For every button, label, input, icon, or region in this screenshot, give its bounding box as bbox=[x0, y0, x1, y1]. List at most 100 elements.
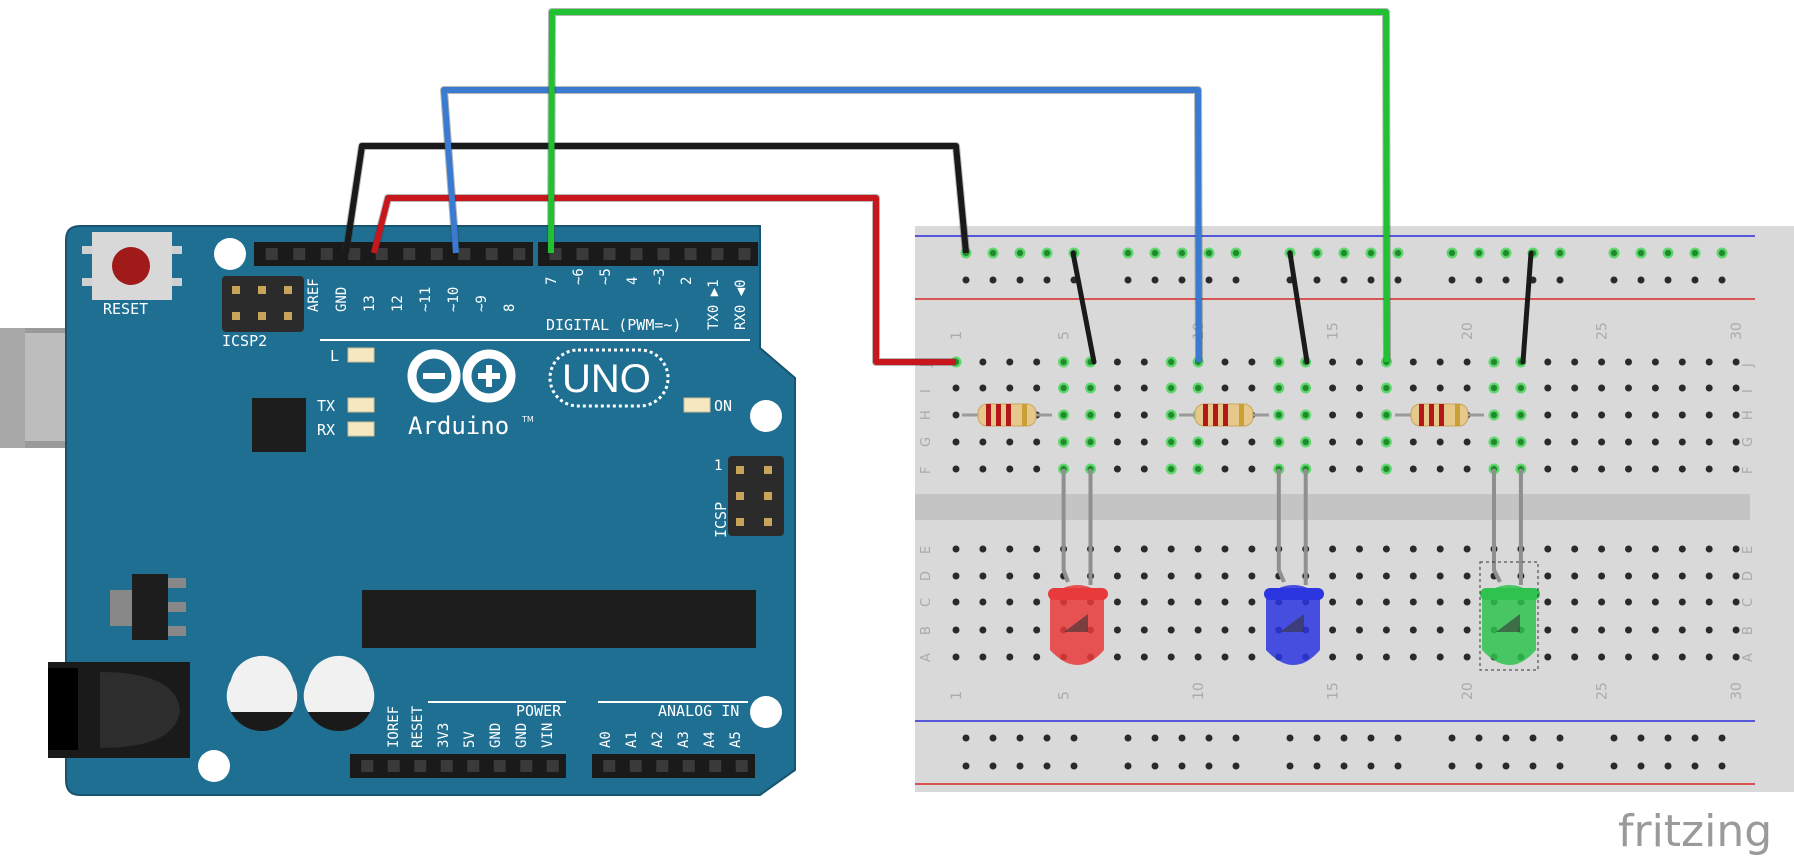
breadboard-hole bbox=[1678, 572, 1686, 580]
breadboard-hole bbox=[1248, 358, 1256, 366]
row-letter: C bbox=[919, 598, 934, 607]
pin-label: AREF bbox=[306, 278, 322, 312]
breadboard-hole bbox=[1732, 572, 1740, 580]
connected-hole-center bbox=[1275, 359, 1282, 365]
connected-hole-center bbox=[1302, 385, 1309, 391]
breadboard-hole bbox=[1475, 762, 1483, 770]
voltage-regulator bbox=[110, 574, 186, 640]
breadboard-hole bbox=[1678, 411, 1686, 419]
mount-hole bbox=[750, 696, 782, 728]
header-pin bbox=[265, 248, 278, 260]
breadboard-hole bbox=[1409, 384, 1417, 392]
led-rx-label: RX bbox=[317, 421, 335, 439]
power-header bbox=[350, 754, 566, 778]
pin-label: 7 bbox=[544, 277, 560, 285]
breadboard-hole bbox=[1232, 734, 1240, 742]
column-number: 5 bbox=[1057, 331, 1073, 340]
led-l bbox=[347, 347, 375, 363]
breadboard-hole bbox=[952, 653, 960, 661]
breadboard-hole bbox=[1178, 734, 1186, 742]
pin-label: GND bbox=[488, 723, 504, 748]
breadboard-hole bbox=[1598, 358, 1606, 366]
breadboard-hole bbox=[1436, 545, 1444, 553]
breadboard-hole bbox=[1544, 653, 1552, 661]
breadboard-hole bbox=[1329, 653, 1337, 661]
row-letter: I bbox=[1741, 389, 1756, 393]
breadboard-hole bbox=[1033, 598, 1041, 606]
breadboard-hole bbox=[1113, 411, 1121, 419]
breadboard-hole bbox=[1571, 653, 1579, 661]
breadboard-hole bbox=[1140, 465, 1148, 473]
connected-rail-hole-center bbox=[1368, 250, 1374, 256]
row-letter: D bbox=[1741, 571, 1756, 581]
breadboard-hole bbox=[1167, 653, 1175, 661]
header-pin bbox=[520, 760, 533, 772]
breadboard-hole bbox=[1356, 572, 1363, 580]
breadboard-hole bbox=[1167, 598, 1175, 606]
breadboard-hole bbox=[1356, 411, 1363, 419]
led-tx-label: TX bbox=[317, 397, 335, 415]
breadboard-hole bbox=[979, 598, 987, 606]
breadboard-hole bbox=[1625, 465, 1632, 473]
breadboard-hole bbox=[1248, 465, 1256, 473]
breadboard-hole bbox=[1221, 572, 1229, 580]
header-pin bbox=[711, 248, 724, 260]
pin-label: ~5 bbox=[598, 268, 614, 285]
breadboard-hole bbox=[1140, 626, 1148, 634]
pin-label: RESET bbox=[410, 705, 426, 748]
breadboard-hole bbox=[1691, 276, 1699, 284]
row-letter: A bbox=[919, 653, 934, 662]
led-on bbox=[683, 397, 711, 413]
breadboard-hole bbox=[1382, 572, 1390, 580]
breadboard-hole bbox=[1544, 384, 1552, 392]
mount-hole bbox=[750, 400, 782, 432]
breadboard-hole bbox=[1194, 653, 1202, 661]
breadboard-hole bbox=[1678, 626, 1686, 634]
header-pin bbox=[440, 760, 453, 772]
breadboard-hole bbox=[1651, 626, 1659, 634]
breadboard-hole bbox=[1070, 762, 1078, 770]
breadboard-hole bbox=[1248, 598, 1256, 606]
breadboard-hole bbox=[1221, 626, 1229, 634]
breadboard-hole bbox=[1151, 276, 1159, 284]
connected-hole-center bbox=[1195, 466, 1202, 472]
breadboard-hole bbox=[1140, 411, 1148, 419]
header-pin bbox=[485, 248, 498, 260]
row-letter: F bbox=[1741, 467, 1756, 474]
header-pin bbox=[458, 248, 471, 260]
breadboard-hole bbox=[1033, 545, 1041, 553]
pin-label: 5V bbox=[462, 731, 478, 748]
breadboard-hole bbox=[1544, 598, 1552, 606]
breadboard-hole bbox=[1356, 598, 1363, 606]
header-pin bbox=[361, 760, 374, 772]
usb-chip bbox=[252, 398, 306, 452]
row-letter: B bbox=[919, 626, 934, 635]
breadboard-hole bbox=[952, 545, 960, 553]
breadboard-hole bbox=[1409, 653, 1417, 661]
breadboard-hole bbox=[1463, 572, 1471, 580]
pin-label: 4 bbox=[625, 277, 641, 285]
breadboard-hole bbox=[1113, 653, 1121, 661]
breadboard-hole bbox=[1113, 545, 1121, 553]
reset-button bbox=[82, 232, 182, 300]
breadboard-hole bbox=[1705, 465, 1713, 473]
breadboard-hole bbox=[1205, 734, 1213, 742]
breadboard-hole bbox=[1625, 545, 1632, 553]
breadboard-hole bbox=[1140, 384, 1148, 392]
breadboard-hole bbox=[1043, 762, 1051, 770]
column-number: 15 bbox=[1326, 682, 1342, 700]
pin-label: A4 bbox=[702, 731, 718, 748]
pin-label: GND bbox=[334, 287, 350, 312]
pin-label: ~10 bbox=[446, 287, 462, 312]
led-on-label: ON bbox=[714, 397, 732, 415]
breadboard-hole bbox=[1463, 653, 1471, 661]
breadboard-hole bbox=[1016, 762, 1024, 770]
breadboard-hole bbox=[952, 626, 960, 634]
breadboard-hole bbox=[1691, 734, 1699, 742]
breadboard-hole bbox=[1140, 572, 1148, 580]
column-number: 25 bbox=[1595, 682, 1611, 700]
mount-hole bbox=[214, 238, 246, 270]
connected-rail-hole-center bbox=[1449, 250, 1455, 256]
header-pin bbox=[630, 248, 643, 260]
breadboard-hole bbox=[1705, 384, 1713, 392]
